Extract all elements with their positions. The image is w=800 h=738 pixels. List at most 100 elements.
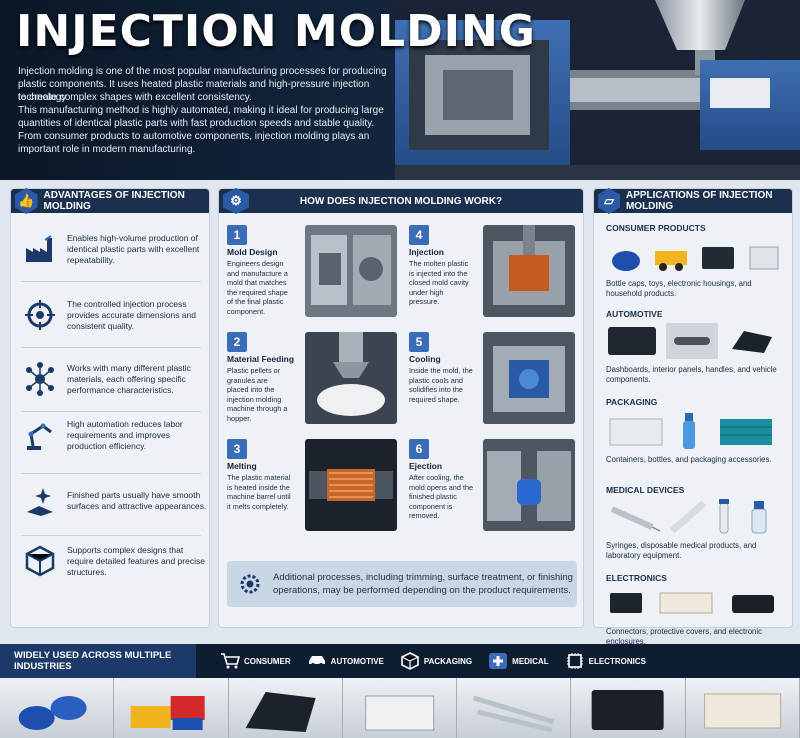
packaging-images [606, 411, 786, 451]
intro-line-5: quantities of identical plastic parts wi… [18, 118, 375, 129]
electronics-images [606, 587, 786, 621]
toys-photo [114, 678, 229, 738]
category-title: MEDICAL DEVICES [606, 485, 685, 495]
vehicle-component-image [732, 331, 772, 353]
advantage-text: Works with many different plastic materi… [67, 362, 191, 395]
advantage-text: The controlled injection process provide… [67, 298, 196, 331]
category-description: Bottle caps, toys, electronic housings, … [606, 279, 752, 298]
cube-icon: ▱ [598, 188, 620, 214]
category-description: Syringes, disposable medical products, a… [606, 541, 757, 560]
electronic-housing-photo [571, 678, 686, 738]
industry-item: AUTOMOTIVE [307, 652, 384, 670]
page-title: INJECTION MOLDING [16, 6, 536, 57]
intro-line-3: to create complex shapes with excellent … [18, 92, 252, 103]
handle-image [666, 323, 718, 359]
product-photo-strip [0, 678, 800, 738]
process-heading: HOW DOES INJECTION MOLDING WORK? [299, 195, 503, 207]
category-title: CONSUMER PRODUCTS [606, 223, 706, 233]
divider [21, 473, 201, 474]
category-title: AUTOMOTIVE [606, 309, 663, 319]
process-panel: ⚙ HOW DOES INJECTION MOLDING WORK? 1 Mol… [218, 188, 584, 628]
injection-image [483, 225, 575, 317]
step-number: 4 [409, 225, 429, 245]
advantage-item: Supports complex designs that require de… [11, 531, 211, 591]
cart-icon [221, 653, 240, 669]
industry-item: MEDICAL [488, 652, 549, 670]
cube-icon [25, 545, 55, 577]
process-step: 2 Material Feeding Plastic pellets or gr… [227, 332, 397, 432]
divider [21, 411, 201, 412]
process-step: 1 Mold Design Engineers design and manuf… [227, 225, 397, 325]
sparkle-icon [27, 488, 53, 516]
industry-label: ELECTRONICS [588, 656, 646, 666]
robot-arm-icon [27, 423, 52, 450]
note-text: Additional processes, including trimming… [273, 572, 573, 596]
applications-heading: APPLICATIONS OF INJECTION MOLDING [625, 190, 773, 212]
factory-icon [26, 235, 52, 262]
container-image [609, 418, 663, 446]
test-tube-image [719, 499, 729, 534]
process-step: 4 Injection The molten plastic is inject… [409, 225, 579, 325]
injection-machine-image [395, 0, 800, 180]
step-title: Cooling [409, 354, 441, 364]
step-description: Engineers design and manufacture a mold … [227, 259, 288, 316]
step-number: 3 [227, 439, 247, 459]
ejection-image [483, 439, 575, 531]
step-title: Injection [409, 247, 444, 257]
industry-label: CONSUMER [244, 656, 291, 666]
advantage-text: Supports complex designs that require de… [67, 544, 205, 577]
process-step: 5 Cooling Inside the mold, the plastic c… [409, 332, 579, 432]
process-step: 3 Melting The plastic material is heated… [227, 439, 397, 539]
medical-images [606, 497, 786, 537]
advantage-text: Finished parts usually have smooth surfa… [67, 490, 207, 511]
molecule-icon [26, 362, 54, 396]
syringes-photo [457, 678, 572, 738]
process-step: 6 Ejection After cooling, the mold opens… [409, 439, 579, 539]
gear-icon: ⚙ [223, 188, 249, 214]
bottle-caps-photo [0, 678, 115, 738]
step-description: The plastic material is heated inside th… [227, 473, 291, 511]
terminal-block-image [659, 592, 713, 614]
automotive-images [606, 323, 786, 359]
step-number: 2 [227, 332, 247, 352]
industry-item: ELECTRONICS [565, 652, 646, 670]
pipette-image [669, 500, 707, 534]
step-description: The molten plastic is injected into the … [409, 259, 469, 307]
packaging-photo [342, 678, 458, 738]
advantage-text: High automation reduces labor requiremen… [67, 418, 183, 451]
applications-header: ▱ APPLICATIONS OF INJECTION MOLDING [594, 188, 792, 214]
step-number: 5 [409, 332, 429, 352]
gear-icon [240, 574, 260, 594]
step-description: Plastic pellets or granules are placed i… [227, 366, 288, 423]
advantages-heading: ADVANTAGES OF INJECTION MOLDING [43, 190, 185, 212]
step-description: After cooling, the mold opens and the fi… [409, 473, 474, 521]
applications-panel: ▱ APPLICATIONS OF INJECTION MOLDING CONS… [593, 188, 793, 646]
bottle-cap-image [612, 251, 640, 271]
target-icon [25, 300, 55, 330]
industries-title: WIDELY USED ACROSS MULTIPLE INDUSTRIES [0, 644, 196, 678]
hero-banner: INJECTION MOLDING Injection molding is o… [0, 0, 800, 180]
advantage-item: Finished parts usually have smooth surfa… [11, 471, 211, 531]
divider [21, 347, 201, 348]
divider [21, 535, 201, 536]
intro-line-4: This manufacturing method is highly auto… [18, 105, 384, 116]
automotive-part-photo [228, 678, 343, 738]
bottle-image [683, 413, 695, 449]
step-title: Melting [227, 461, 257, 471]
chip-icon [566, 653, 583, 669]
industry-label: AUTOMOTIVE [330, 656, 384, 666]
cooling-image [483, 332, 575, 424]
industries-bar: WIDELY USED ACROSS MULTIPLE INDUSTRIES C… [0, 644, 800, 678]
vial-image [751, 501, 767, 534]
medical-cross-icon [489, 653, 508, 669]
advantages-header: 👍 ADVANTAGES OF INJECTION MOLDING [11, 188, 209, 214]
advantage-item: The controlled injection process provide… [11, 285, 211, 345]
connector-photo [685, 678, 800, 738]
step-number: 6 [409, 439, 429, 459]
step-title: Material Feeding [227, 354, 295, 364]
category-description: Containers, bottles, and packaging acces… [606, 455, 772, 464]
barrel-heating-image [305, 439, 397, 531]
divider [21, 281, 201, 282]
advantage-item: Works with many different plastic materi… [11, 349, 211, 409]
consumer-products-images [606, 239, 786, 275]
